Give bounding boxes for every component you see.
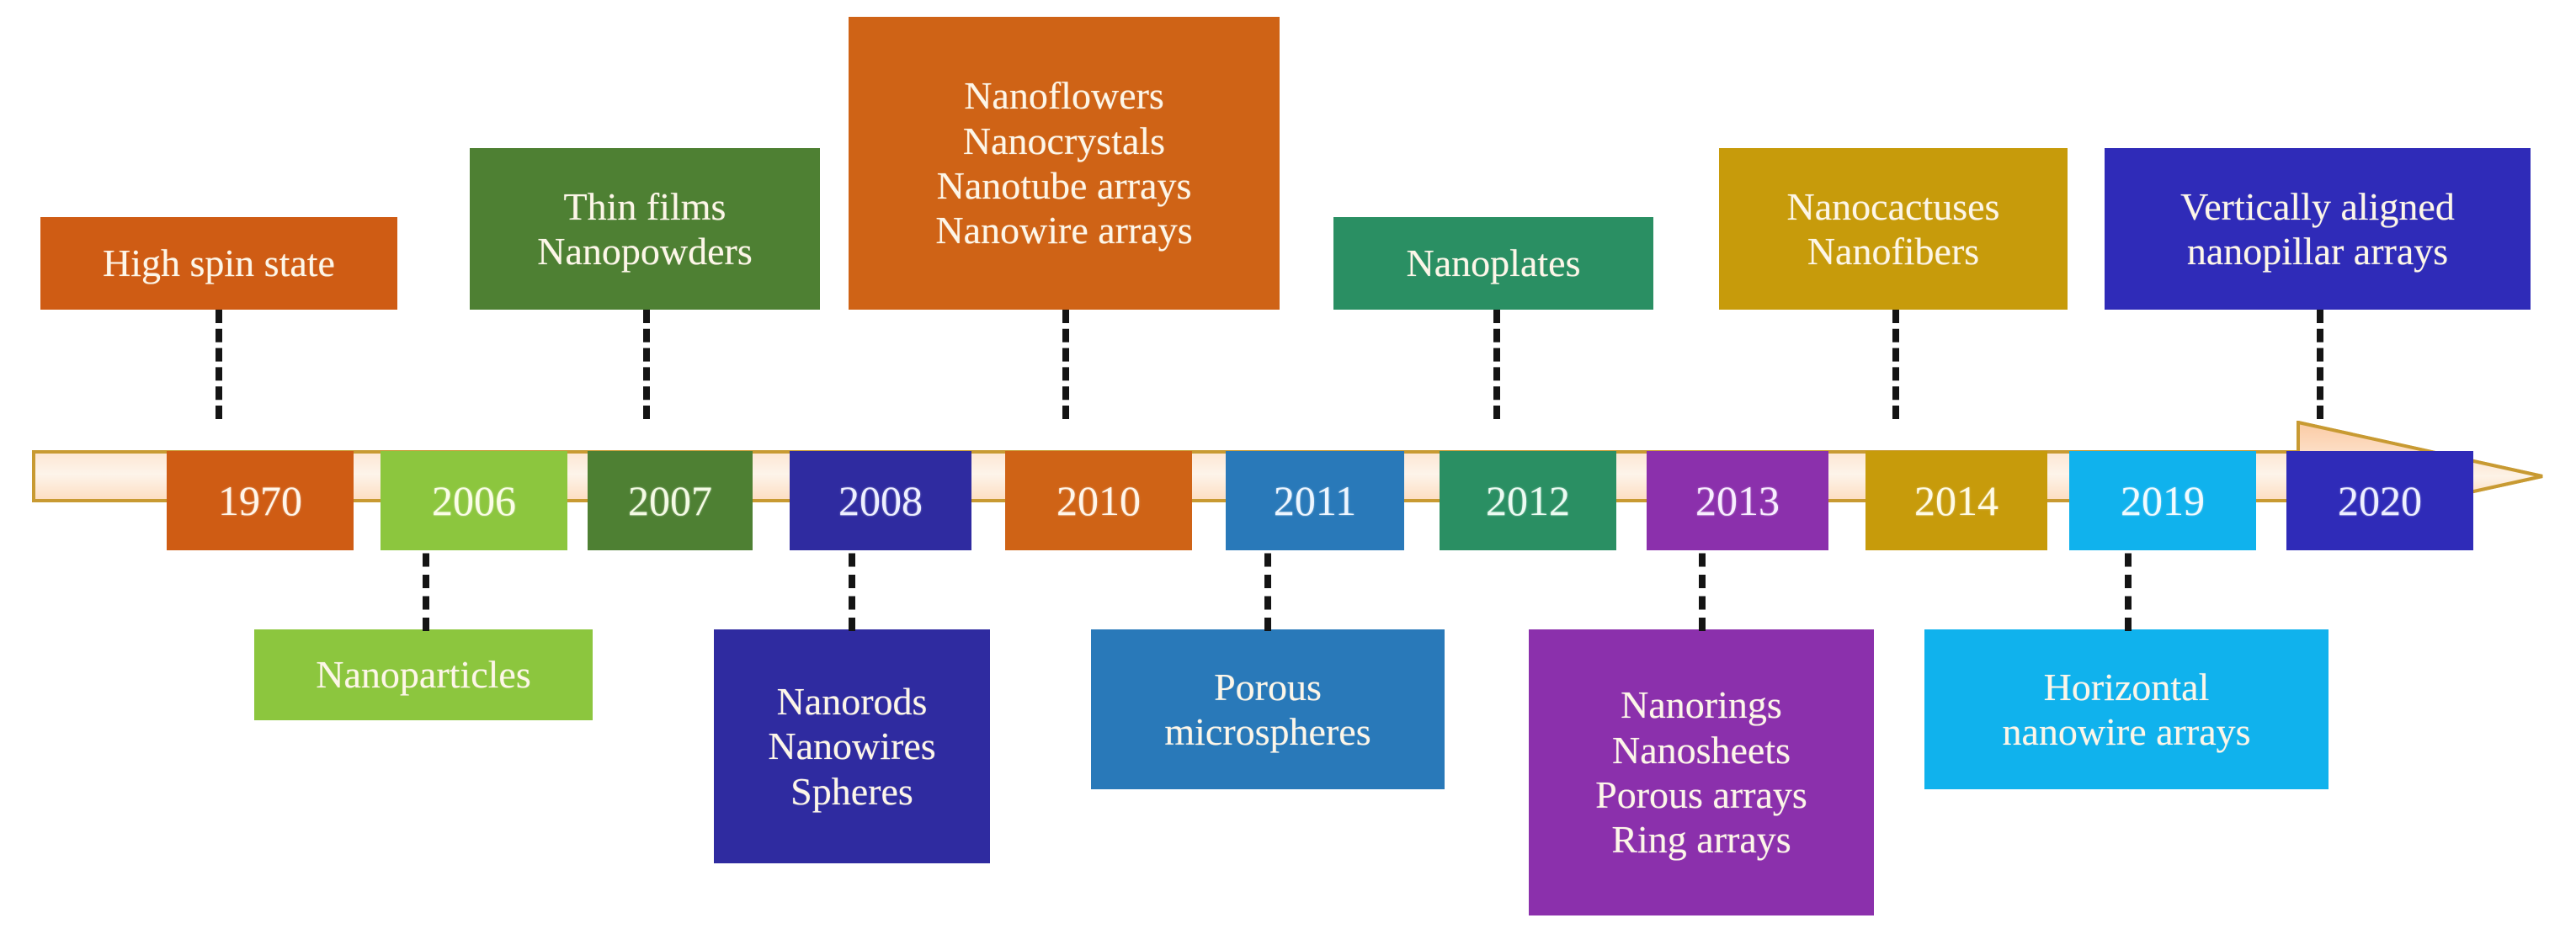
- timeline-year-2010[interactable]: 2010: [1005, 451, 1192, 550]
- timeline-arrow: 1970 2006 2007 2008 2010 2011 2012 2013 2014 2019…: [32, 421, 2544, 550]
- connector-line-2007: [643, 310, 650, 419]
- timeline-label-1970[interactable]: High spin state: [40, 217, 397, 310]
- timeline-label-line: Porous arrays: [1595, 773, 1807, 816]
- timeline-year-2011[interactable]: 2011: [1226, 451, 1404, 550]
- timeline-label-line: Nanorods: [776, 679, 928, 723]
- timeline-label-line: Nanowires: [768, 724, 936, 768]
- timeline-year-label: 2006: [432, 477, 516, 524]
- timeline-year-2008[interactable]: 2008: [790, 451, 971, 550]
- connector-line-2013: [1699, 532, 1706, 631]
- timeline-year-label: 2020: [2338, 477, 2422, 524]
- connector-line-2010: [1062, 310, 1069, 419]
- timeline-label-line: nanowire arrays: [2002, 710, 2251, 753]
- timeline-label-line: Nanocactuses: [1786, 184, 2000, 228]
- timeline-year-label: 2013: [1695, 477, 1780, 524]
- connector-line-2014: [1892, 310, 1899, 419]
- connector-line-2020: [2317, 310, 2323, 419]
- timeline-label-line: Nanoflowers: [964, 74, 1164, 118]
- timeline-year-label: 2007: [628, 477, 712, 524]
- timeline-label-line: Nanotube arrays: [936, 164, 1192, 207]
- timeline-label-line: nanopillar arrays: [2186, 230, 2449, 273]
- timeline-label-2006[interactable]: Nanoparticles: [254, 629, 593, 720]
- timeline-year-label: 2011: [1273, 477, 1357, 524]
- year-segments-group: 1970 2006 2007 2008 2010 2011 2012 2013 2014 2019…: [32, 451, 2544, 550]
- timeline-year-2012[interactable]: 2012: [1440, 451, 1616, 550]
- timeline-label-line: Nanocrystals: [962, 119, 1166, 162]
- timeline-year-label: 2010: [1056, 477, 1141, 524]
- timeline-year-2007[interactable]: 2007: [588, 451, 753, 550]
- timeline-label-line: Nanoplates: [1406, 241, 1581, 285]
- timeline-label-line: Nanorings: [1621, 683, 1782, 727]
- connector-line-2012: [1493, 310, 1500, 419]
- timeline-year-label: 2008: [838, 477, 923, 524]
- timeline-year-2013[interactable]: 2013: [1647, 451, 1828, 550]
- connector-line-1970: [216, 310, 222, 419]
- timeline-label-line: Thin films: [563, 184, 726, 228]
- timeline-label-line: Nanoparticles: [316, 653, 531, 697]
- timeline-year-label: 2019: [2121, 477, 2205, 524]
- timeline-label-line: microspheres: [1164, 710, 1371, 753]
- timeline-year-label: 2012: [1486, 477, 1570, 524]
- timeline-label-line: High spin state: [103, 241, 335, 285]
- timeline-label-line: Vertically aligned: [2180, 184, 2455, 228]
- timeline-label-line: Ring arrays: [1611, 818, 1791, 862]
- timeline-label-line: Porous: [1214, 665, 1322, 708]
- timeline-year-label: 2014: [1914, 477, 1999, 524]
- connector-line-2019: [2125, 532, 2132, 631]
- timeline-year-2006[interactable]: 2006: [381, 451, 567, 550]
- timeline-label-line: Spheres: [790, 769, 913, 813]
- timeline-label-line: Nanosheets: [1611, 728, 1791, 772]
- timeline-year-label: 1970: [218, 477, 302, 524]
- timeline-year-1970[interactable]: 1970: [167, 451, 354, 550]
- timeline-year-2019[interactable]: 2019: [2069, 451, 2256, 550]
- timeline-label-line: Horizontal: [2043, 665, 2210, 708]
- timeline-label-line: Nanofibers: [1807, 230, 1980, 273]
- timeline-label-line: Nanopowders: [537, 230, 753, 273]
- timeline-year-2020[interactable]: 2020: [2286, 451, 2473, 550]
- connector-line-2008: [849, 532, 855, 631]
- timeline-label-line: Nanowire arrays: [935, 209, 1193, 252]
- connector-line-2006: [423, 532, 429, 631]
- timeline-year-2014[interactable]: 2014: [1865, 451, 2047, 550]
- connector-line-2011: [1264, 532, 1271, 631]
- timeline-label-2012[interactable]: Nanoplates: [1333, 217, 1653, 310]
